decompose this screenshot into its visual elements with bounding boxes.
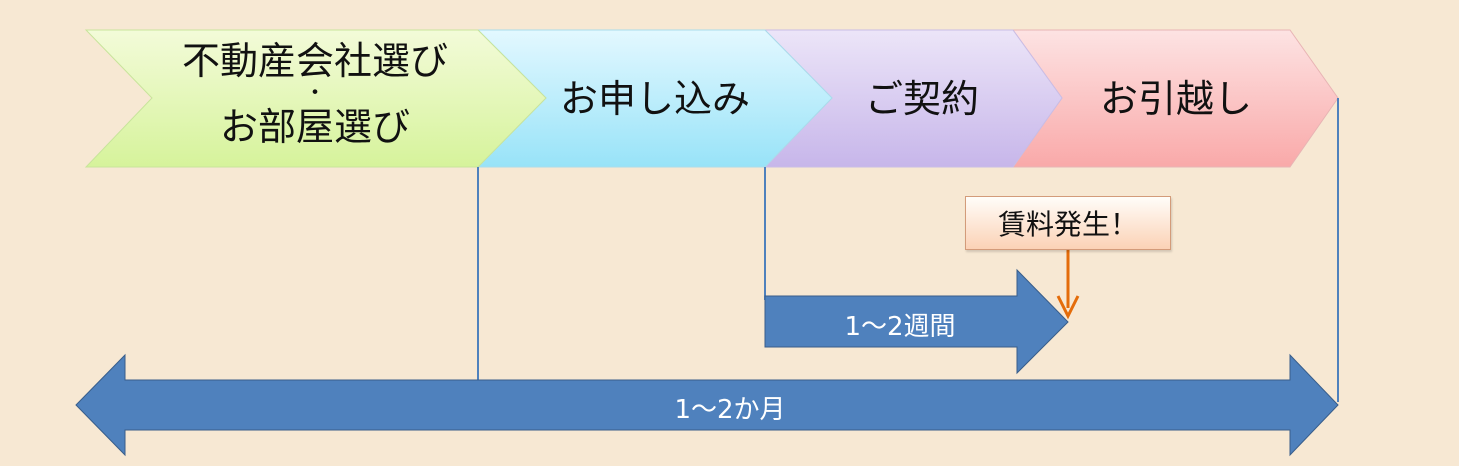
- long-period-arrow: [75, 353, 1339, 457]
- short-period-arrow: [764, 268, 1069, 375]
- step2-label: お申し込み: [559, 77, 750, 121]
- step1-line2: お部屋選び: [219, 105, 410, 149]
- callout-pointer-head: [1056, 295, 1080, 320]
- short-period-label: 1～2週間: [844, 312, 956, 342]
- step1-dot: ・: [303, 81, 326, 106]
- long-period-label: 1～2か月: [674, 395, 786, 425]
- rent-start-callout: 賃料発生！: [965, 196, 1171, 250]
- step3-label: ご契約: [864, 77, 979, 121]
- step1-label: 不動産会社選び ・ お部屋選び: [150, 38, 480, 150]
- step4-label: お引越し: [1099, 77, 1252, 121]
- step1-line1: 不動産会社選び: [181, 39, 448, 83]
